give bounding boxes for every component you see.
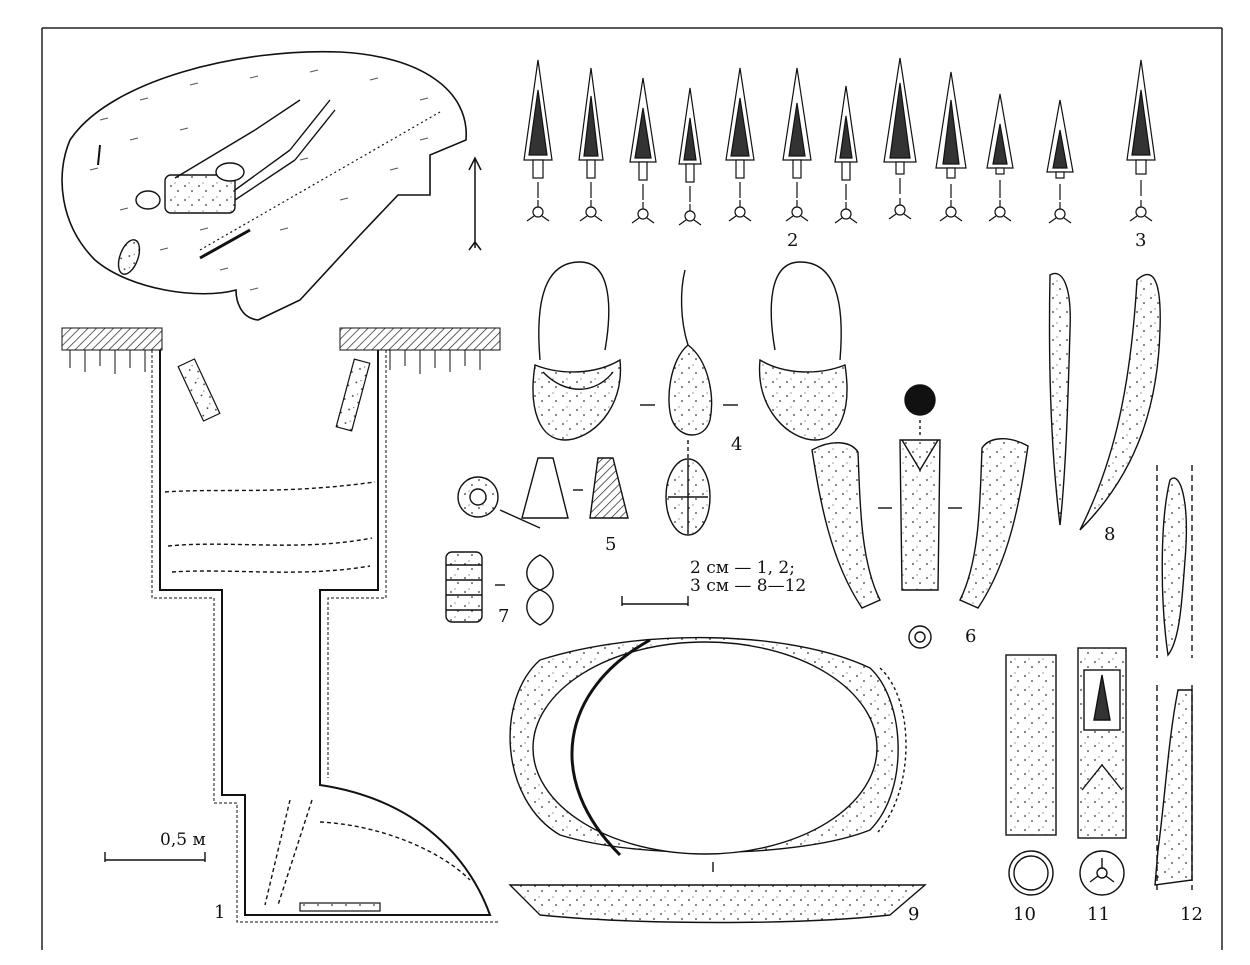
arrowheads-row: [523, 57, 1156, 226]
grave-section: [61, 327, 501, 923]
arrowhead: [935, 71, 967, 222]
bowl: [508, 636, 927, 924]
bead-items: [457, 457, 711, 536]
figure-number: 12: [1180, 904, 1203, 925]
arrowhead: [725, 67, 755, 222]
arrowhead: [986, 93, 1014, 222]
grave-plan: [61, 50, 482, 321]
figure-number: 10: [1013, 904, 1036, 925]
spiral-items: [445, 551, 554, 626]
bone-points: [1048, 272, 1161, 531]
small-scale-label-line2: 3 см — 8—12: [690, 576, 807, 596]
figure-number: 7: [498, 606, 510, 627]
socket-items: [1005, 465, 1193, 896]
arrowhead: [1046, 99, 1074, 224]
arrowhead: [678, 87, 702, 226]
horn-items: [811, 384, 1029, 649]
figure-number: 8: [1104, 524, 1116, 545]
figure-number: 5: [605, 534, 617, 555]
figure-number: 4: [731, 434, 743, 455]
plate-frame: [41, 27, 1223, 950]
figure-number: 11: [1087, 904, 1110, 925]
figure-number: 1: [214, 902, 226, 923]
arrowhead-fig3: [1126, 59, 1156, 222]
figure-number: 2: [787, 230, 799, 251]
arrowhead: [523, 59, 553, 222]
grave-scale-bar: [104, 852, 206, 862]
north-arrow-icon: [468, 156, 482, 251]
grave-scale-label: 0,5 м: [160, 830, 206, 850]
figure-number: 9: [908, 904, 920, 925]
small-scale-label-line1: 2 см — 1, 2;: [690, 558, 795, 578]
arrowhead: [834, 85, 858, 224]
figure-number: 3: [1135, 230, 1147, 251]
arrowhead: [578, 67, 604, 222]
arrowhead: [629, 77, 657, 224]
arrowhead: [782, 67, 812, 222]
pendants: [532, 261, 848, 460]
arrowhead: [883, 57, 917, 220]
figure-number: 6: [965, 626, 977, 647]
small-scale-bar: [621, 596, 689, 606]
